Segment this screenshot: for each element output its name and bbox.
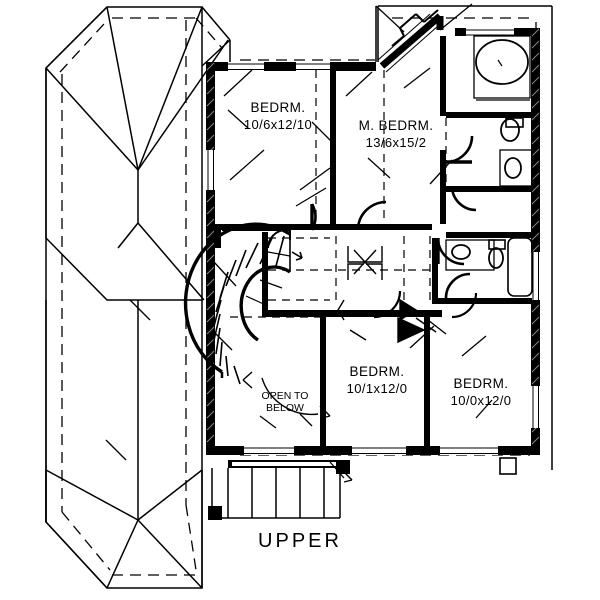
room-name: BEDRM. <box>453 376 509 391</box>
room-dimensions: 10/0x12/0 <box>450 392 512 408</box>
room-name: BEDRM. <box>349 364 405 379</box>
room-name: BEDRM. <box>250 100 306 115</box>
open-to-below-rail <box>242 371 331 419</box>
room-label-bedrm-nw: BEDRM. 10/6x12/10 <box>244 100 312 133</box>
interior-walls <box>215 36 532 447</box>
note-line-2: BELOW <box>266 402 304 415</box>
hall-bath-fixtures <box>445 237 533 297</box>
room-dimensions: 10/6x12/10 <box>243 116 313 132</box>
curved-staircase <box>183 222 303 385</box>
page-title: UPPER <box>258 530 342 552</box>
window-openings <box>206 28 540 455</box>
master-bath-fixtures <box>473 35 533 187</box>
leader-lines <box>105 67 493 479</box>
interior-dashed-lines <box>230 70 447 318</box>
note-line-1: OPEN TO <box>261 390 309 402</box>
room-name: M. BEDRM. <box>358 118 434 133</box>
note-open-to-below: OPEN TO BELOW <box>262 390 309 414</box>
room-dimensions: 10/1x12/0 <box>346 380 408 396</box>
attic-access-marker <box>347 246 383 280</box>
angled-bay-wall <box>375 3 473 73</box>
room-dimensions: 13/6x15/2 <box>365 134 427 150</box>
room-label-bedrm-south-center: BEDRM. 10/1x12/0 <box>347 364 408 397</box>
roof-outlines <box>45 5 553 589</box>
roof-eave-dashed-lines <box>59 17 537 576</box>
porch-roof-below <box>208 457 517 520</box>
hall-door-arrows <box>337 298 447 344</box>
door-swings <box>267 135 478 319</box>
room-label-bedrm-south-east: BEDRM. 10/0x12/0 <box>451 376 512 409</box>
room-label-master-bedrm: M. BEDRM. 13/6x15/2 <box>359 118 434 151</box>
